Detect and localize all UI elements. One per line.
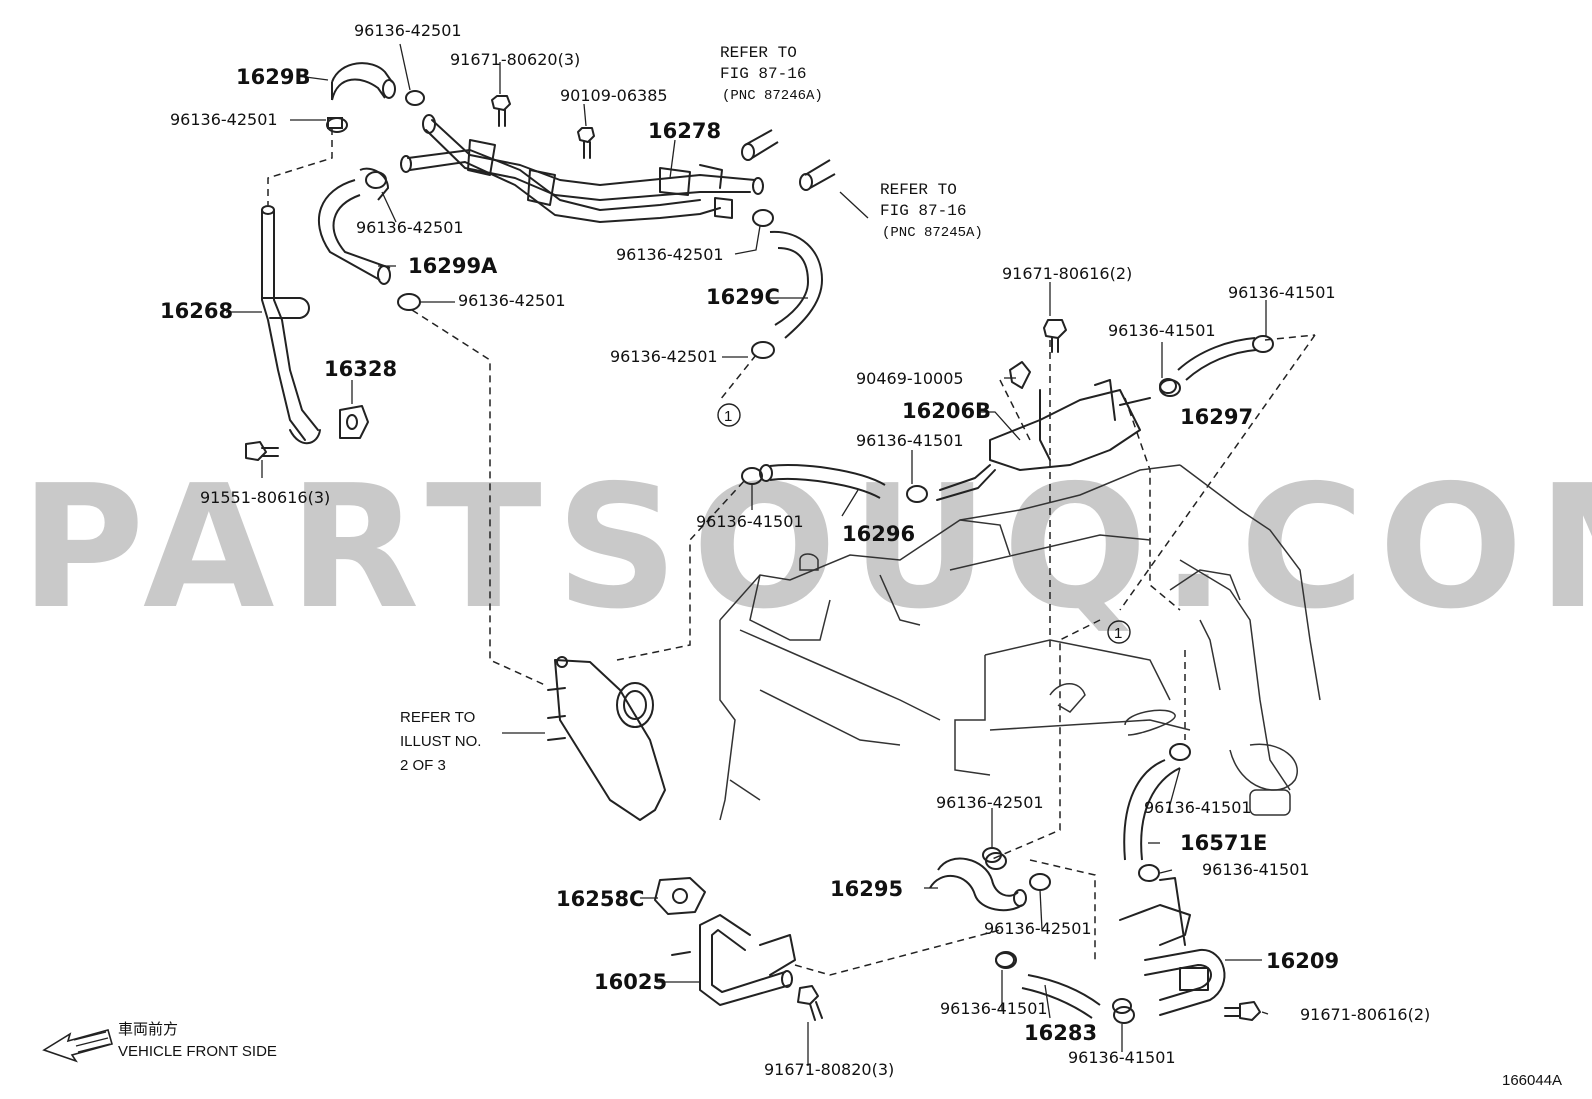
svg-text:2 OF 3: 2 OF 3 (400, 757, 446, 774)
label-16299a: 16299A (408, 254, 498, 278)
label-16296: 16296 (842, 522, 915, 546)
part-bolt-91671-80616-top (1043, 319, 1067, 353)
label-96136-42501: 96136-42501 (170, 110, 278, 129)
circle-ref-1-lower: 1 (1107, 620, 1131, 644)
label-16209: 16209 (1266, 949, 1339, 973)
diagram-code: 166044A (1502, 1072, 1562, 1089)
label-91671-80616: 91671-80616(2) (1002, 264, 1132, 283)
svg-text:FIG 87-16: FIG 87-16 (880, 202, 966, 220)
part-1629b-hose (331, 62, 396, 101)
label-1629c: 1629C (706, 285, 780, 309)
label-96136-41501: 96136-41501 (940, 999, 1048, 1018)
circle-ref-1-label: 1 (1114, 625, 1122, 642)
part-clamp-top (326, 90, 425, 133)
label-96136-41501: 96136-41501 (856, 431, 964, 450)
label-96136-41501: 96136-41501 (696, 512, 804, 531)
svg-text:ILLUST NO.: ILLUST NO. (400, 733, 481, 750)
part-16268-pipe (261, 205, 321, 445)
label-1629b: 1629B (236, 65, 310, 89)
svg-text:REFER TO: REFER TO (400, 709, 475, 726)
part-16571e-hose (1123, 743, 1191, 882)
part-labels: 1629B 96136-42501 96136-42501 91671-8062… (160, 21, 1430, 1079)
label-16571e: 16571E (1180, 831, 1267, 855)
label-16258c: 16258C (556, 887, 644, 911)
label-96136-41501: 96136-41501 (1228, 283, 1336, 302)
direction-label-en: VEHICLE FRONT SIDE (118, 1043, 277, 1060)
label-96136-42501: 96136-42501 (458, 291, 566, 310)
svg-text:(PNC 87246A): (PNC 87246A) (722, 88, 823, 104)
part-16209-pipe (1119, 877, 1226, 1016)
label-96136-42501: 96136-42501 (356, 218, 464, 237)
label-96136-41501: 96136-41501 (1108, 321, 1216, 340)
svg-text:FIG 87-16: FIG 87-16 (720, 65, 806, 83)
label-96136-42501: 96136-42501 (610, 347, 718, 366)
label-91671-80616: 91671-80616(2) (1300, 1005, 1430, 1024)
label-91671-80820: 91671-80820(3) (764, 1060, 894, 1079)
engine-block-outline (719, 464, 1321, 821)
part-1629c-hose (751, 209, 824, 359)
label-91551-80616: 91551-80616(3) (200, 488, 330, 507)
leader-lines (226, 43, 1269, 1066)
label-96136-42501: 96136-42501 (984, 919, 1092, 938)
part-16295-hose (929, 852, 1051, 912)
label-96136-41501: 96136-41501 (1068, 1048, 1176, 1067)
label-91671-80620: 91671-80620(3) (450, 50, 580, 69)
part-ref-pipes (741, 129, 836, 191)
label-96136-42501: 96136-42501 (936, 793, 1044, 812)
label-96136-42501: 96136-42501 (354, 21, 462, 40)
part-bolt-91671-80620 (491, 95, 511, 127)
dashed-connectors (267, 128, 1316, 976)
label-16025: 16025 (594, 970, 667, 994)
part-16299a-hose (317, 167, 421, 311)
label-16206b: 16206B (902, 399, 991, 423)
part-16278-pipe (400, 114, 764, 223)
ref-note-87246a: REFER TO FIG 87-16 (PNC 87246A) (720, 44, 823, 104)
watermark: PARTSOUQ.COM (20, 449, 1592, 647)
label-90469-10005: 90469-10005 (856, 369, 964, 388)
vehicle-front-direction: 車両前方 VEHICLE FRONT SIDE (42, 1021, 277, 1063)
label-16283: 16283 (1024, 1021, 1097, 1045)
svg-text:(PNC 87245A): (PNC 87245A) (882, 225, 983, 241)
part-16206b-bracket (936, 361, 1151, 501)
svg-text:REFER TO: REFER TO (880, 181, 957, 199)
part-bolt-91671-80616-bottom (1224, 1001, 1261, 1021)
part-16328-grommet (339, 405, 369, 439)
circle-ref-1-upper: 1 (717, 403, 741, 427)
label-16278: 16278 (648, 119, 721, 143)
label-16297: 16297 (1180, 405, 1253, 429)
svg-text:REFER TO: REFER TO (720, 44, 797, 62)
part-16258c-gasket (654, 877, 706, 915)
part-16025-pipe (671, 914, 796, 1006)
direction-label-jp: 車両前方 (118, 1021, 178, 1038)
ref-note-87245a: REFER TO FIG 87-16 (PNC 87245A) (880, 181, 983, 241)
label-90109-06385: 90109-06385 (560, 86, 668, 105)
label-96136-41501: 96136-41501 (1202, 860, 1310, 879)
part-bolt-90109-06385 (577, 127, 595, 159)
ref-note-illust: REFER TO ILLUST NO. 2 OF 3 (400, 709, 481, 774)
part-water-outlet (547, 656, 666, 821)
part-16297-hose (1159, 335, 1274, 397)
label-16295: 16295 (830, 877, 903, 901)
part-16296-hose (741, 463, 928, 503)
part-bolt-91551-80616 (245, 441, 279, 461)
circle-ref-1-label: 1 (724, 408, 732, 425)
label-16268: 16268 (160, 299, 233, 323)
label-96136-42501: 96136-42501 (616, 245, 724, 264)
label-16328: 16328 (324, 357, 397, 381)
part-bolt-91671-80820 (797, 985, 823, 1021)
part-16283-hose (995, 951, 1135, 1024)
label-96136-41501: 96136-41501 (1144, 798, 1252, 817)
